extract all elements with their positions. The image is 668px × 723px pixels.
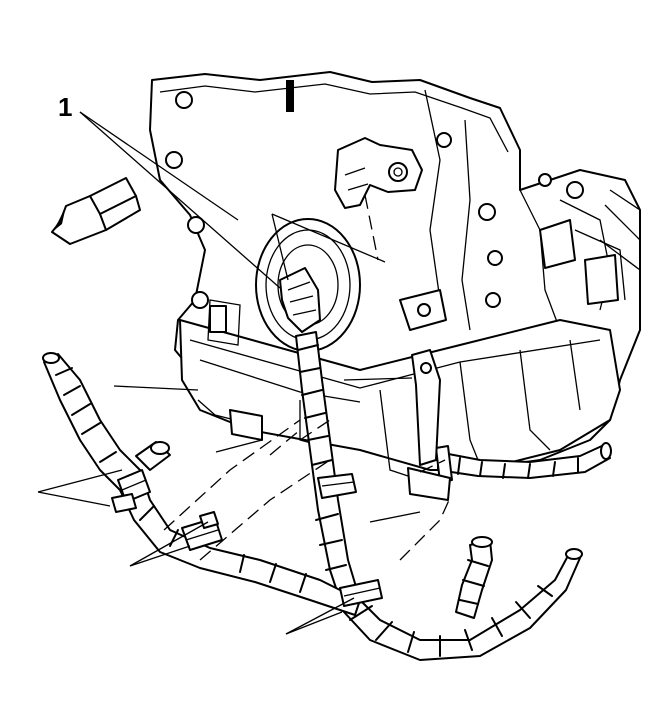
arrow-left-down-icon [51,177,141,245]
wiring-harness-left [42,352,361,616]
callout-label-1: 1 [58,92,73,122]
harness-connector [279,267,321,333]
alignment-lines [163,194,451,561]
wiring-harness-lower-branch [455,536,493,619]
harness-clip-center [317,473,357,499]
harness-bracket [379,289,451,501]
wiring-harness-right [435,442,612,483]
pipe-stub-left [135,441,171,471]
leader-lines [37,111,421,635]
crankshaft-position-sensor [334,137,423,209]
harness-clip-left-2 [181,511,223,551]
oil-pan [179,299,621,471]
harness-clip-left-1 [111,469,151,513]
